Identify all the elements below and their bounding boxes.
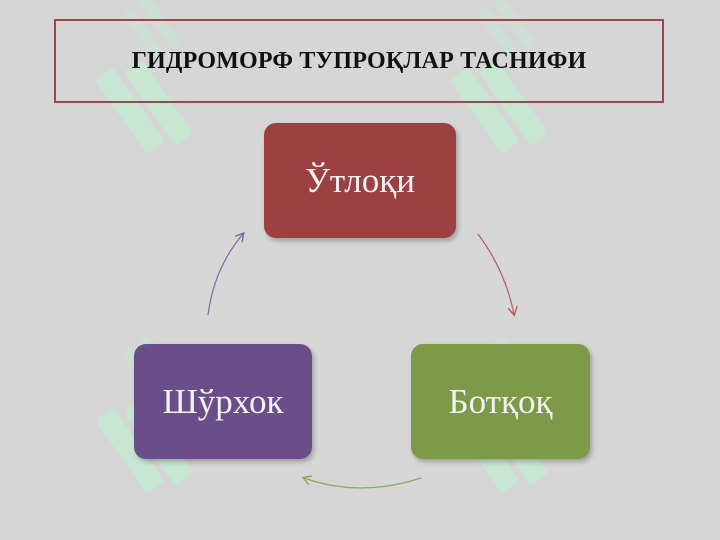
arrow-right-to-left	[304, 478, 422, 489]
title-box: ГИДРОМОРФ ТУПРОҚЛАР ТАСНИФИ	[54, 19, 664, 103]
page-title: ГИДРОМОРФ ТУПРОҚЛАР ТАСНИФИ	[131, 47, 587, 74]
node-shurkhok: Шўрхок	[134, 344, 312, 459]
node-utloqi: Ўтлоқи	[264, 123, 456, 238]
arrow-top-to-right	[477, 233, 514, 314]
node-shurkhok-label: Шўрхок	[162, 381, 284, 421]
node-utloqi-label: Ўтлоқи	[305, 160, 415, 200]
node-botqoq: Ботқоқ	[411, 344, 590, 459]
arrow-left-to-top	[207, 234, 243, 316]
node-botqoq-label: Ботқоқ	[448, 381, 553, 421]
